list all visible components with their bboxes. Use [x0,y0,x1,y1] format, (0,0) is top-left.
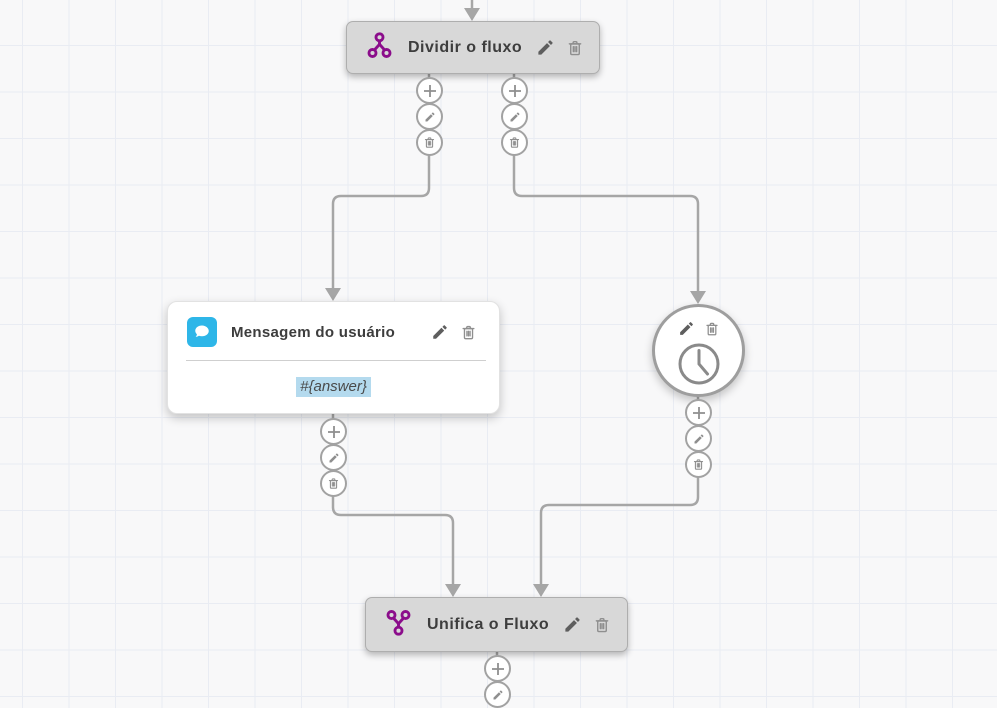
connector-split-to-timer [512,74,700,292]
edit-button[interactable] [484,681,511,708]
arrowhead [690,291,706,304]
edit-button[interactable] [501,103,528,130]
delete-icon[interactable] [460,324,477,341]
add-button[interactable] [685,399,712,426]
add-button[interactable] [320,418,347,445]
merge-flow-icon [384,608,413,642]
arrowhead [464,8,480,21]
add-button[interactable] [484,655,511,682]
edit-icon[interactable] [678,320,695,337]
delete-button[interactable] [685,451,712,478]
connector-message-to-merge [331,414,455,586]
card-divider [186,360,486,361]
arrowhead [533,584,549,597]
delete-button[interactable] [501,129,528,156]
delete-button[interactable] [416,129,443,156]
delete-icon[interactable] [704,321,720,337]
node-split-label: Dividir o fluxo [408,38,523,56]
edit-button[interactable] [685,425,712,452]
variable-chip[interactable]: #{answer} [296,377,371,397]
edit-icon[interactable] [431,323,449,341]
connector-timer-to-merge [539,396,700,586]
arrowhead [325,288,341,301]
arrowhead [445,584,461,597]
node-user-message[interactable]: Mensagem do usuário #{answer} [167,301,500,414]
node-timer[interactable] [652,304,745,397]
add-button[interactable] [501,77,528,104]
edit-icon[interactable] [563,615,582,634]
edit-button[interactable] [416,103,443,130]
add-button[interactable] [416,77,443,104]
node-merge-label: Unifica o Fluxo [427,615,550,633]
node-user-message-title: Mensagem do usuário [231,323,396,341]
node-merge-flow[interactable]: Unifica o Fluxo [365,597,628,652]
split-flow-icon [365,31,394,65]
node-split-flow[interactable]: Dividir o fluxo [346,21,600,74]
delete-icon[interactable] [566,39,584,57]
delete-button[interactable] [320,470,347,497]
clock-icon [675,340,723,388]
connector-split-to-message [331,74,431,289]
chat-bubble-icon [187,317,217,347]
edit-icon[interactable] [536,38,555,57]
delete-icon[interactable] [593,616,611,634]
edit-button[interactable] [320,444,347,471]
